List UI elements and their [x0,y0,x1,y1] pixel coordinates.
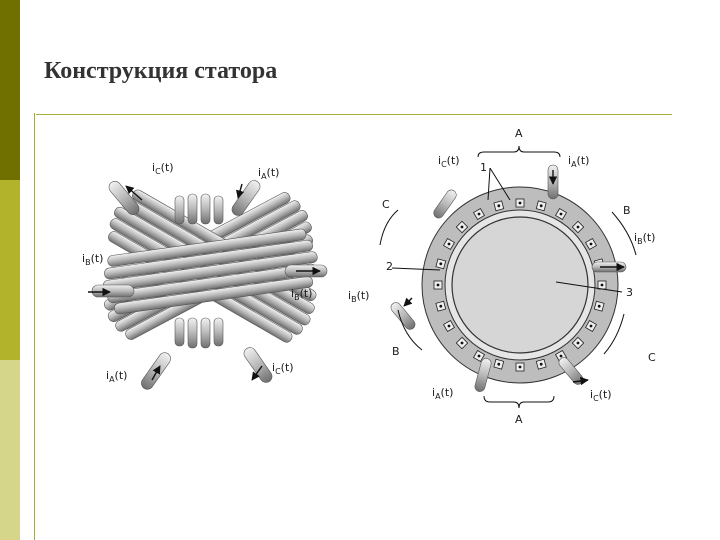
conductor-dot [576,341,580,345]
callout-lines [391,167,623,293]
conductor-dot [439,262,443,266]
callout-3: 3 [626,286,633,299]
label-phase-a-bottom: A [515,413,523,426]
conductor-dot [477,354,481,358]
conductor-dot [600,283,604,287]
left-current-labels: iC(t) iA(t) iB(t) iB(t) iA(t) iC(t) [82,161,312,384]
coil-group-c [102,228,318,315]
conductor-dot [439,304,443,308]
conductor-dot [597,304,601,308]
conductor-dot [460,225,464,229]
conductor-dot [460,341,464,345]
conductor-dot [539,362,543,366]
phase-brackets [379,145,637,409]
current-arrows [88,183,321,381]
label-ib-right: iB(t) [291,287,312,302]
label-ic-top: iC(t) [152,161,174,176]
label-ic-bottom: iC(t) [272,361,294,376]
label-ib-left: iB(t) [82,252,103,267]
label-phase-c-bottom: C [648,351,656,364]
stator-arrows [403,170,625,386]
label-phase-b-right: B [623,204,631,217]
accent-bar-light [0,360,20,540]
conductor-dot [559,354,563,358]
content-divider [34,113,35,540]
slide-title: Конструкция статора [44,58,278,84]
conductor-dot [477,212,481,216]
rotor [451,216,589,354]
label-phase-b-bottom: B [392,345,400,358]
conductor-dot [518,365,522,369]
conductor-dot [447,242,451,246]
accent-bar-mid [0,180,20,360]
conductor-dot [539,204,543,208]
conductor-dot [589,324,593,328]
callout-2: 2 [386,260,393,273]
conductor-dot [436,283,440,287]
label-ia-bottom: iA(t) [106,369,127,384]
title-underline [36,114,672,115]
label-ia-top: iA(t) [258,166,279,181]
winding-bundle [88,180,328,390]
coil-end-stubs [174,193,224,349]
label-r-ib-left: iB(t) [348,289,369,304]
label-r-ia-top: iA(t) [568,154,589,169]
stator-cross-section [379,145,637,409]
conductor-dot [589,242,593,246]
conductor-dot [576,225,580,229]
accent-bar-dark [0,0,20,180]
label-phase-c-left: C [382,198,390,211]
conductor-dot [497,204,501,208]
label-phase-a-top: A [515,127,523,140]
label-r-ic-top: iC(t) [438,154,460,169]
right-labels: A B C B C A 1 2 3 iC(t) iA(t) iB(t) iB(t… [348,127,656,426]
conductor-dot [447,324,451,328]
label-r-ia-bottom: iA(t) [432,386,453,401]
conductor-dot [497,362,501,366]
conductor-dot [559,212,563,216]
label-r-ic-bottom: iC(t) [590,388,612,403]
callout-1: 1 [480,161,487,174]
conductor-dot [518,201,522,205]
label-r-ib-right: iB(t) [634,231,655,246]
